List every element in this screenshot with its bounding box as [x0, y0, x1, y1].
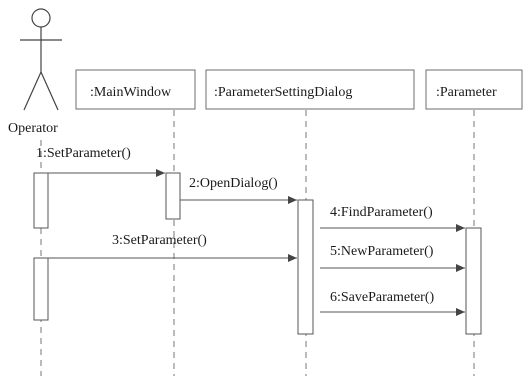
parameter-activation-bar: [465, 227, 482, 335]
message-2-label: 2:OpenDialog(): [189, 176, 278, 191]
main-window-object-box: [75, 69, 196, 110]
parameter-object-label: :Parameter: [436, 85, 497, 100]
message-6-label: 6:SaveParameter(): [330, 290, 435, 305]
message-1-label: 1:SetParameter(): [36, 146, 131, 161]
parameter-setting-dialog-activation-bar: [297, 199, 314, 335]
message-4-label: 4:FindParameter(): [330, 205, 433, 220]
main-window-object-label: :MainWindow: [90, 85, 172, 100]
operator-actor-icon: [20, 8, 62, 111]
message-5-label: 5:NewParameter(): [330, 244, 434, 259]
operator-label: Operator: [8, 121, 58, 136]
operator-activation-bar-1: [33, 172, 49, 229]
parameter-setting-dialog-object-label: :ParameterSettingDialog: [214, 85, 352, 100]
main-window-activation-bar: [165, 172, 181, 220]
parameter-setting-dialog-object-box: [205, 69, 415, 110]
parameter-object-box: [425, 69, 523, 110]
operator-activation-bar-2: [33, 257, 49, 321]
message-3-label: 3:SetParameter(): [112, 233, 207, 248]
